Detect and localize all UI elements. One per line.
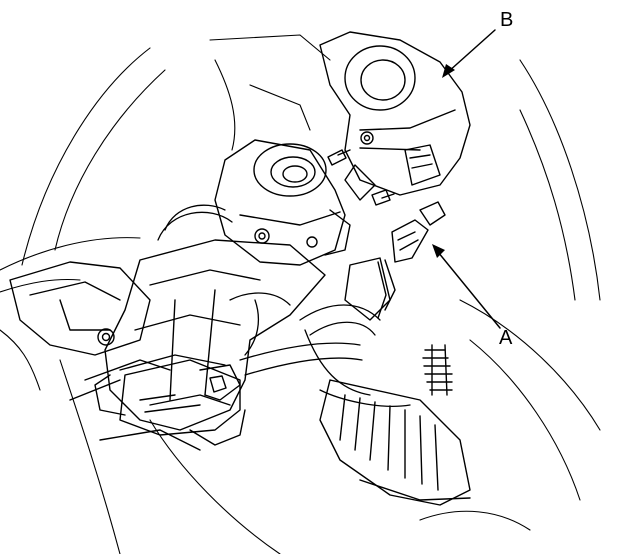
arrowhead-b: [442, 64, 455, 78]
background-frame-lines: [0, 34, 601, 554]
callout-label-a: A: [499, 327, 513, 349]
connector-part-a: [344, 201, 446, 321]
leader-line-b: [447, 29, 496, 73]
ignition-switch-assembly: [214, 139, 351, 266]
cover-screw: [327, 149, 395, 206]
callout-label-b: B: [500, 9, 514, 31]
callout-arrowheads: [432, 64, 455, 258]
coil-spring: [422, 344, 453, 396]
callout-leader-lines: [437, 29, 501, 329]
upper-cover-part-b: [319, 31, 471, 201]
leader-line-a: [437, 251, 501, 329]
column-housing: [94, 239, 326, 446]
steering-shaft-boot: [319, 379, 471, 506]
wiring-harness: [157, 204, 411, 407]
lower-cover-assembly: [119, 359, 241, 436]
arrowhead-a: [432, 244, 445, 258]
